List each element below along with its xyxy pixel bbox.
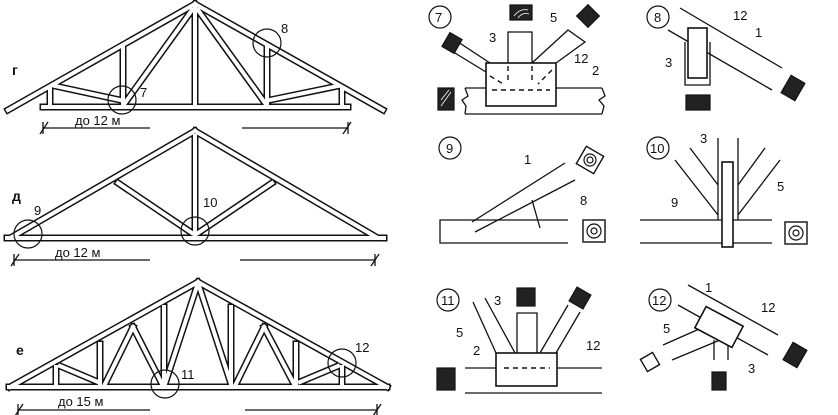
truss-strut <box>297 363 341 385</box>
part-label: 5 <box>663 321 670 336</box>
callout-label: 7 <box>140 85 147 100</box>
part-label: 12 <box>586 338 600 353</box>
truss-diagonal <box>102 324 136 387</box>
truss-diagonal <box>195 180 275 236</box>
part-label: 2 <box>592 63 599 78</box>
detail-number: 12 <box>652 293 666 308</box>
callout-label: 9 <box>34 203 41 218</box>
span-dimension: до 12 м <box>39 113 352 135</box>
detail-number: 7 <box>435 10 442 25</box>
part-label: 12 <box>733 8 747 23</box>
detail-11: 11 3 5 2 12 <box>436 286 602 394</box>
detail-number: 10 <box>650 141 664 156</box>
truss-rafter <box>7 279 201 390</box>
span-label: до 12 м <box>55 245 100 260</box>
callout-circle <box>252 28 282 58</box>
detail-number: 11 <box>441 293 455 308</box>
span-dimension: до 12 м <box>10 245 380 267</box>
span-label: до 12 м <box>75 113 120 128</box>
truss-diagonal <box>130 324 165 387</box>
truss-e: е 11 12 до 15 м <box>14 340 382 415</box>
truss-g: г 7 8 до 12 м <box>12 21 352 135</box>
part-label: 3 <box>489 30 496 45</box>
truss-strut <box>57 363 101 385</box>
truss-diagonal <box>122 7 195 106</box>
part-label: 2 <box>473 343 480 358</box>
truss-rafter <box>9 128 198 240</box>
part-label: 5 <box>550 10 557 25</box>
truss-label: д <box>12 188 21 204</box>
part-label: 3 <box>494 293 501 308</box>
part-label: 1 <box>524 152 531 167</box>
part-label: 12 <box>574 51 588 66</box>
truss-diagonal <box>115 180 195 236</box>
callout-circle <box>180 216 210 246</box>
truss-rafter <box>192 128 379 240</box>
truss-diagonal <box>261 324 297 387</box>
truss-diagonal <box>196 283 234 387</box>
truss-strut <box>267 83 341 103</box>
callout-circle <box>150 369 180 399</box>
part-label: 3 <box>700 131 707 146</box>
truss-label: г <box>12 62 18 78</box>
truss-diagonal <box>162 283 200 387</box>
truss-d: д 9 10 до 12 м <box>10 188 380 267</box>
callout-label: 11 <box>181 367 195 382</box>
part-label: 9 <box>671 195 678 210</box>
truss-rafter <box>5 1 198 113</box>
part-label: 3 <box>665 55 672 70</box>
callout-label: 8 <box>281 21 288 36</box>
truss-strut <box>52 83 123 103</box>
span-label: до 15 м <box>58 394 103 409</box>
part-label: 5 <box>777 179 784 194</box>
truss-label: е <box>16 342 24 358</box>
detail-8: 8 12 1 3 <box>646 5 806 111</box>
part-label: 8 <box>580 193 587 208</box>
detail-12: 12 1 12 5 3 <box>639 280 808 391</box>
truss-rafter <box>195 279 390 390</box>
part-label: 1 <box>705 280 712 295</box>
detail-number: 9 <box>446 141 453 156</box>
callout-circle <box>327 348 357 378</box>
callout-label: 10 <box>203 195 217 210</box>
part-label: 1 <box>755 25 762 40</box>
span-dimension: до 15 м <box>14 394 382 415</box>
truss-rafter <box>192 1 386 113</box>
callout-circle <box>13 219 43 249</box>
truss-members-fill <box>5 1 390 390</box>
part-label: 5 <box>456 325 463 340</box>
detail-number: 8 <box>654 10 661 25</box>
detail-7: 7 3 5 12 2 <box>428 3 606 115</box>
truss-diagonal <box>233 324 267 387</box>
detail-9: 9 1 8 <box>438 136 606 244</box>
callout-circle <box>107 85 137 115</box>
callout-label: 12 <box>355 340 369 355</box>
detail-10: 10 3 5 9 <box>640 131 808 248</box>
part-label: 12 <box>761 300 775 315</box>
truss-diagonal <box>195 7 268 106</box>
part-label: 3 <box>748 361 755 376</box>
